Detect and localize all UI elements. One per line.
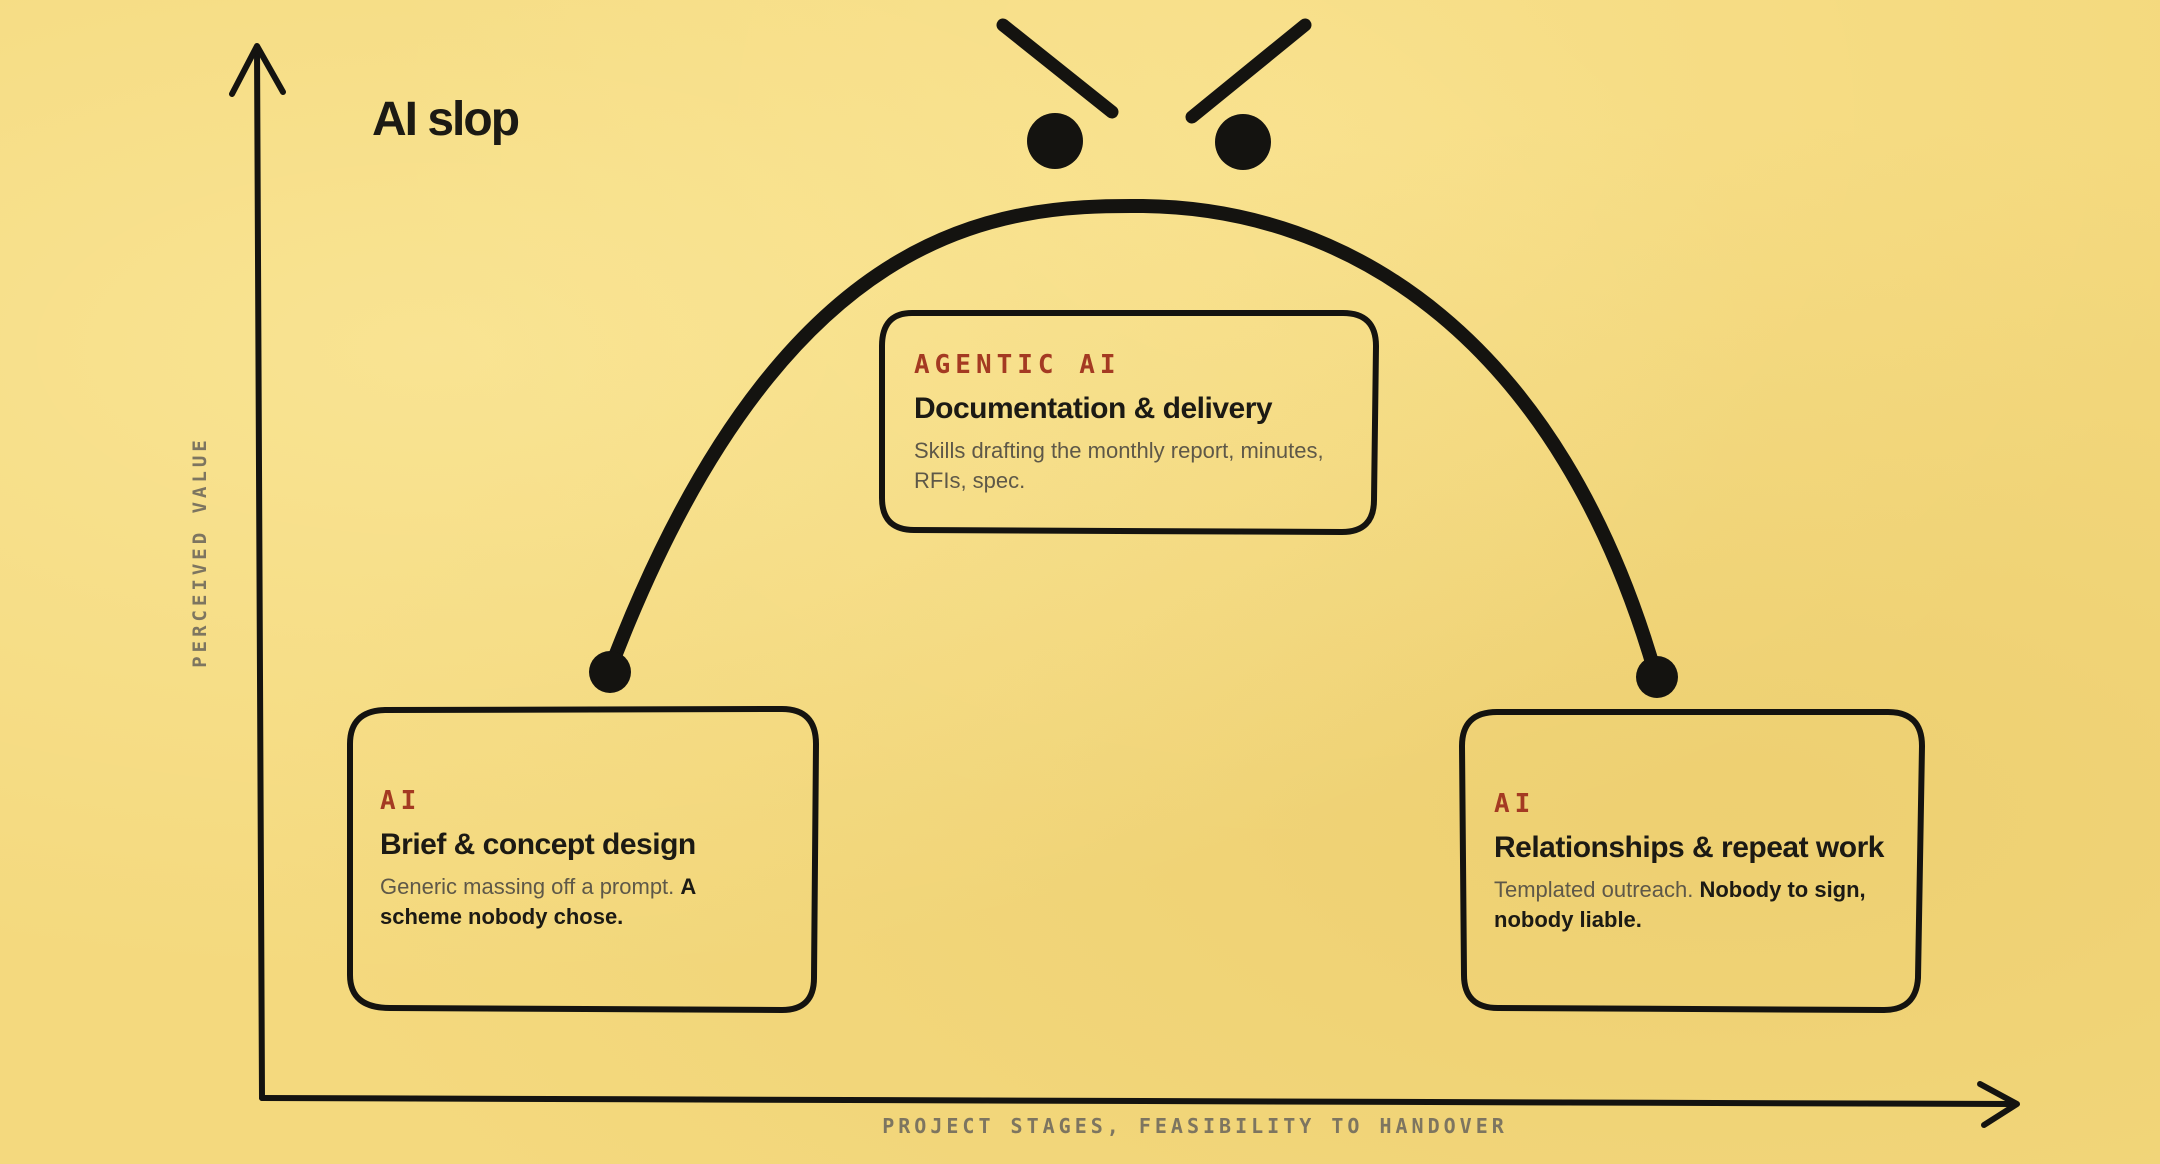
card-kicker: AGENTIC AI — [914, 350, 1121, 380]
x-axis — [259, 1095, 2013, 1107]
y-axis-arrowhead — [229, 43, 286, 97]
card-box-concept — [347, 706, 819, 1013]
x-axis-label: PROJECT STAGES, FEASIBILITY TO HANDOVER — [882, 1114, 1508, 1138]
card-body-emphasis: Nobody to sign, nobody liable. — [1494, 877, 1866, 932]
card-body-text: Generic massing off a prompt. — [380, 874, 675, 899]
card-body: Skills drafting the monthly report, minu… — [914, 436, 1324, 496]
card-heading: Relationships & repeat work — [1494, 831, 1884, 864]
arc-end-dot-right — [1636, 656, 1678, 698]
card-concept-design: AI Brief & concept design Generic massin… — [380, 786, 780, 932]
value-arc — [602, 198, 1663, 683]
y-axis — [254, 45, 265, 1101]
card-kicker: AI — [380, 786, 422, 816]
card-documentation-delivery: AGENTIC AI Documentation & delivery Skil… — [914, 350, 1324, 496]
y-axis-label: PERCEIVED VALUE — [189, 436, 211, 668]
x-axis-arrowhead — [1977, 1081, 2020, 1128]
arc-end-dot-left — [589, 651, 631, 693]
diagram-title: AI slop — [372, 93, 520, 146]
card-kicker: AI — [1494, 789, 1536, 819]
card-relationships: AI Relationships & repeat work Templated… — [1494, 789, 1906, 935]
card-body-text: Skills drafting the monthly report, minu… — [914, 438, 1324, 493]
card-body: Templated outreach. Nobody to sign, nobo… — [1494, 875, 1906, 935]
card-box-relationships — [1459, 709, 1925, 1013]
left-eye — [1027, 113, 1083, 169]
card-heading: Brief & concept design — [380, 828, 696, 861]
left-eyebrow — [996, 18, 1119, 119]
card-heading: Documentation & delivery — [914, 392, 1273, 425]
card-body: Generic massing off a prompt. A scheme n… — [380, 872, 780, 932]
card-box-delivery — [879, 310, 1379, 535]
card-body-text: Templated outreach. — [1494, 877, 1694, 902]
right-eyebrow — [1185, 18, 1312, 124]
card-body-emphasis: A scheme nobody chose. — [380, 874, 696, 929]
right-eye — [1215, 114, 1271, 170]
